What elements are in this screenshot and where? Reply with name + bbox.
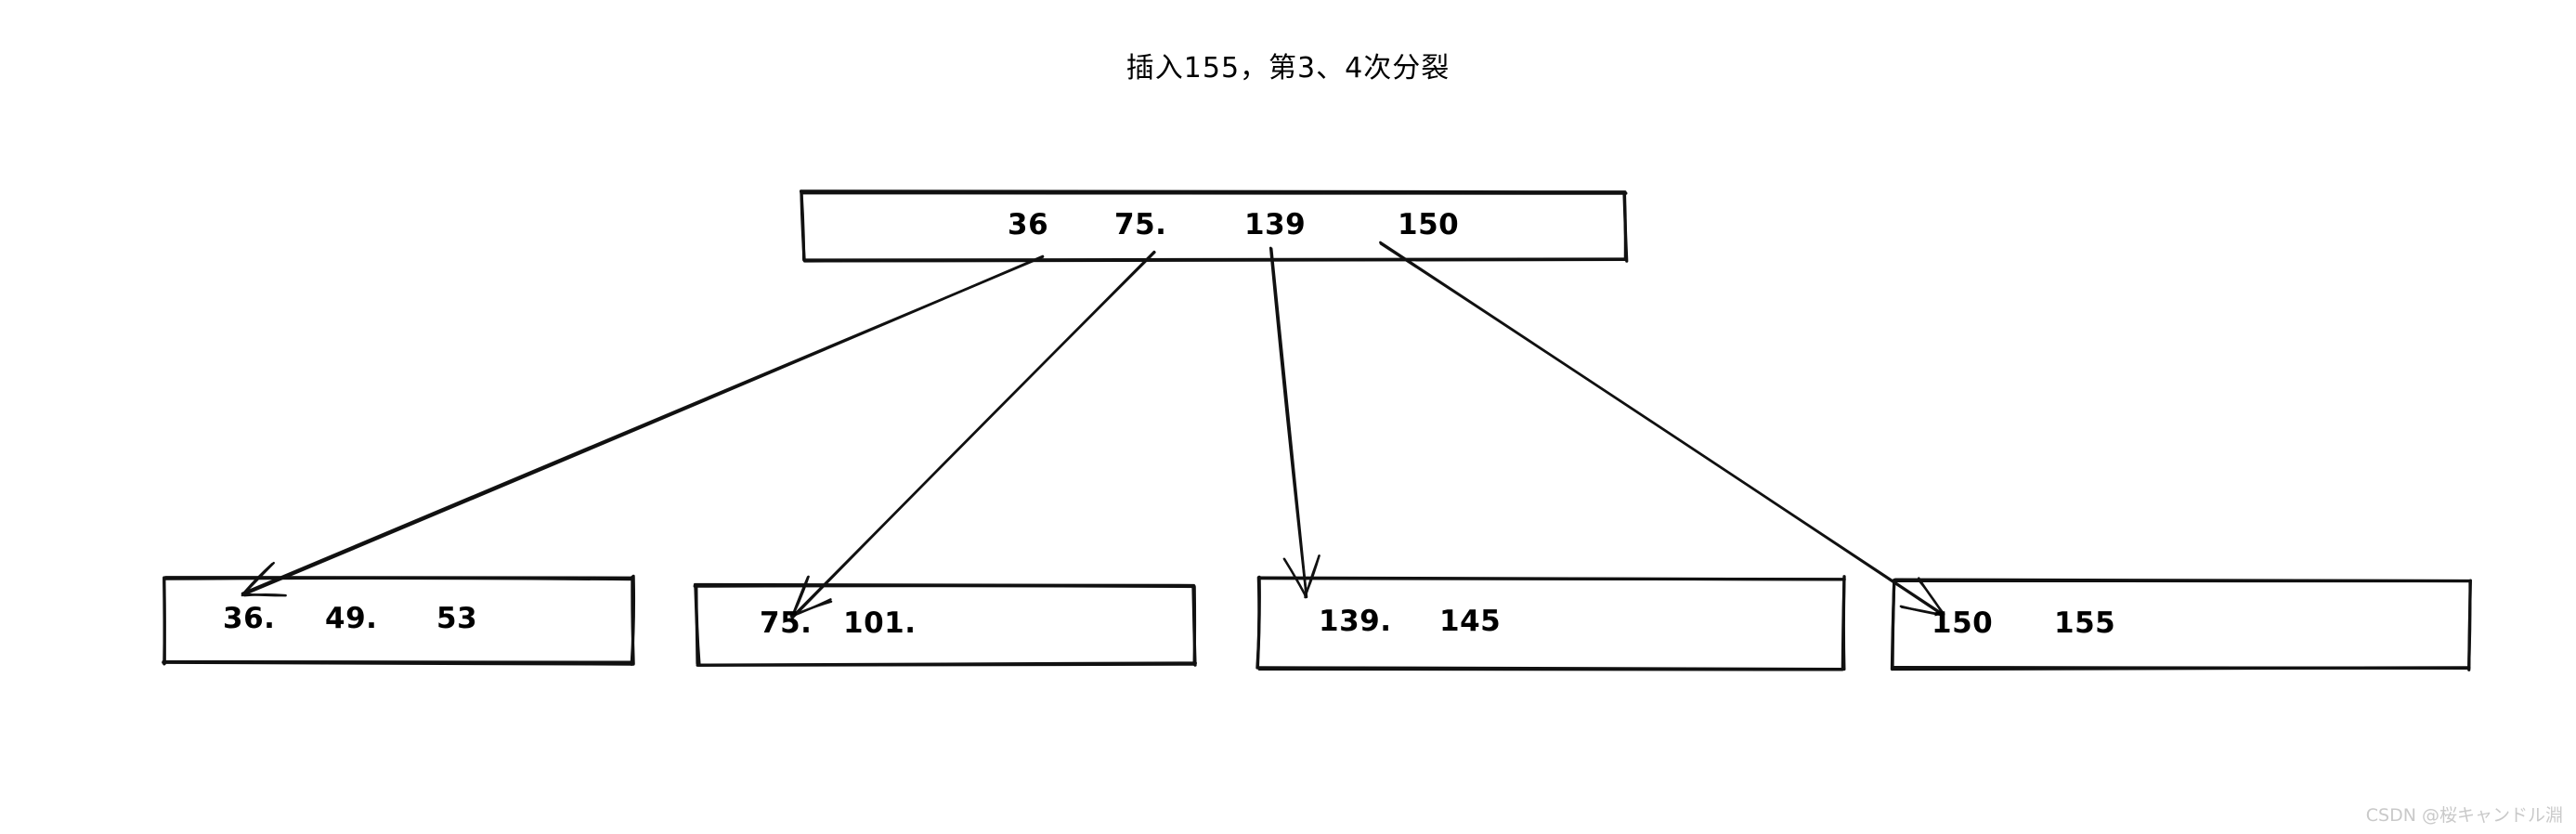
box-edge-top (693, 582, 1196, 588)
leaf-node-1-key-2: 49. (325, 602, 378, 635)
box-edge-left (1890, 579, 1896, 671)
node-box-layer (162, 189, 2472, 671)
root-node-key-4: 150 (1398, 207, 1460, 241)
root-node-key-2: 75. (1114, 207, 1167, 241)
box-edge-left (800, 189, 806, 261)
arrowhead-barb-2 (789, 600, 833, 618)
edge-shaft (241, 255, 1045, 595)
box-edge-bottom (696, 661, 1197, 667)
box-edge-top (163, 576, 635, 581)
edge-shaft (791, 251, 1156, 619)
leaf-node-2-key-2: 101. (843, 606, 917, 640)
edge-root-to-leaf-3 (1268, 246, 1321, 599)
leaf-node-3-box (1255, 575, 1846, 671)
box-edge-left (695, 584, 701, 667)
leaf-node-2-key-1: 75. (760, 606, 813, 640)
box-edge-bottom (1257, 667, 1844, 671)
box-edge-bottom (1892, 665, 2471, 671)
edge-root-to-leaf-1 (241, 254, 1045, 597)
leaf-node-2[interactable]: 75. 101. (698, 585, 1194, 664)
root-node-box (799, 189, 1629, 263)
leaf-node-1-key-1: 36. (223, 602, 276, 635)
edge-shaft (1268, 246, 1308, 599)
root-node[interactable]: 36 75. 139 150 (804, 192, 1625, 260)
leaf-node-1[interactable]: 36. 49. 53 (163, 578, 633, 663)
edge-root-to-leaf-4 (1379, 241, 1945, 617)
box-edge-top (799, 189, 1627, 194)
leaf-node-2-box (693, 582, 1197, 667)
leaf-node-3[interactable]: 139. 145 (1258, 578, 1843, 669)
box-edge-top (1257, 576, 1846, 581)
root-node-key-3: 139 (1244, 207, 1307, 241)
edge-shaft (1379, 242, 1945, 617)
arrowhead-barb-2 (241, 593, 287, 597)
watermark: CSDN @桜キャンドル淵 (2365, 805, 2563, 826)
box-edge-right (1622, 192, 1629, 263)
leaf-node-1-key-3: 53 (436, 602, 478, 635)
arrowhead-barb-1 (791, 575, 810, 618)
arrowhead-barb-2 (1304, 554, 1321, 599)
diagram-title: 插入155，第3、4次分裂 (1125, 52, 1451, 85)
box-edge-right (630, 574, 636, 666)
box-edge-left (1255, 575, 1261, 670)
edge-root-to-leaf-2 (789, 250, 1156, 619)
leaf-node-4[interactable]: 150 155 (1893, 580, 2470, 669)
box-edge-right (1841, 575, 1846, 671)
leaf-node-1-box (162, 574, 636, 666)
leaf-node-4-key-2: 155 (2054, 606, 2116, 640)
leaf-node-3-key-2: 145 (1439, 605, 1502, 638)
leaf-node-4-key-1: 150 (1932, 606, 1994, 640)
leaf-node-4-box (1890, 578, 2472, 671)
box-edge-right (2467, 580, 2472, 671)
box-edge-bottom (802, 257, 1628, 262)
box-edge-bottom (162, 660, 635, 666)
arrowhead-barb-1 (1900, 606, 1945, 617)
leaf-node-3-key-1: 139. (1319, 605, 1392, 638)
root-node-key-1: 36 (1008, 207, 1049, 241)
edge-layer (241, 241, 1945, 619)
